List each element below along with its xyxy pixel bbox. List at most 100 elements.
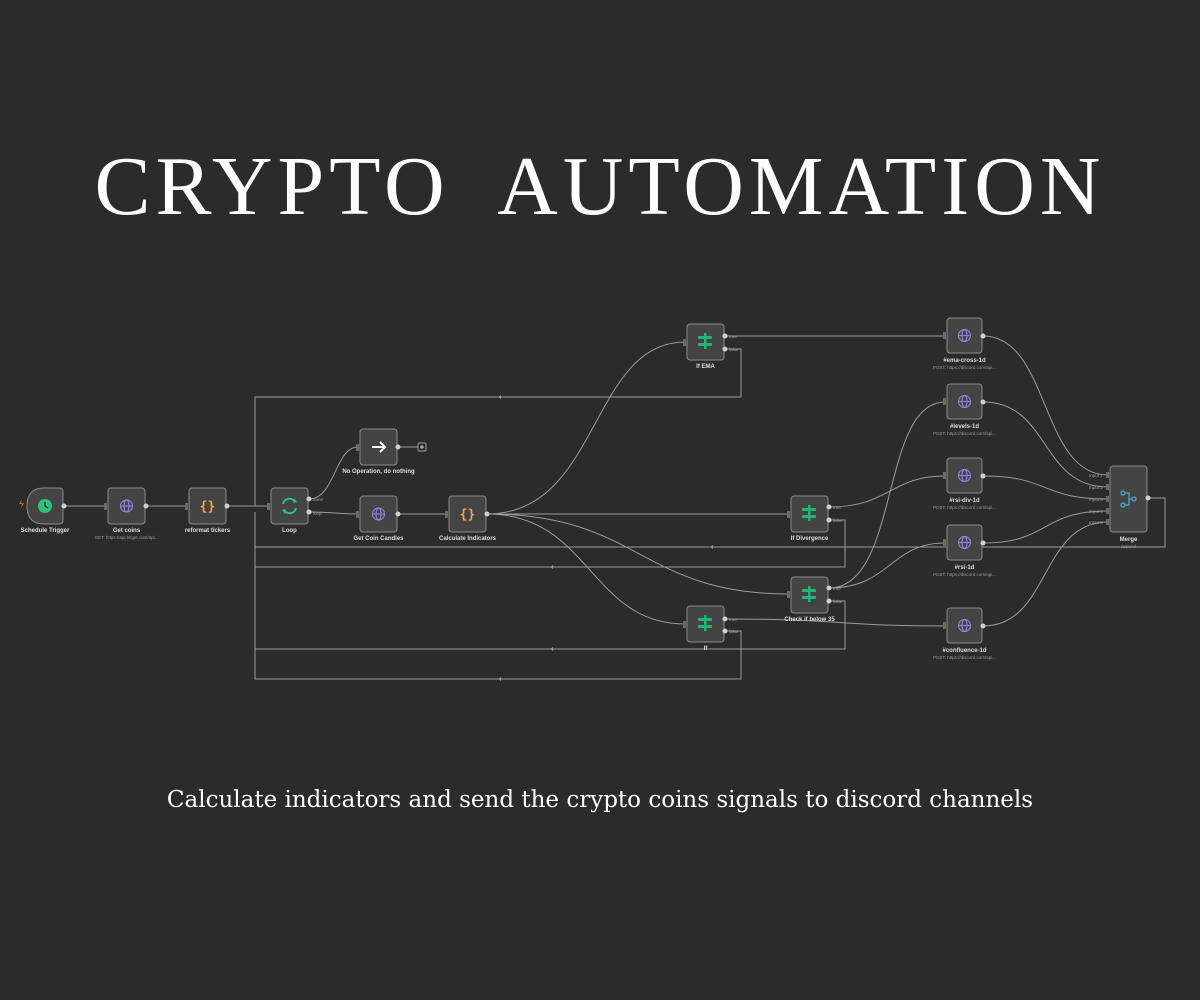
output-port[interactable] [980, 333, 986, 339]
output-port[interactable] [395, 511, 401, 517]
input-port[interactable] [943, 332, 946, 339]
output-port-true[interactable] [826, 504, 832, 510]
if-icon [698, 615, 712, 631]
node-merge[interactable]: Input 1 Input 2 Input 3 Input 4 Input 5 … [1089, 465, 1151, 549]
globe-icon [957, 328, 972, 343]
globe-icon [371, 507, 386, 521]
node-levels-1d[interactable]: #levels-1d POST: https://discord.com/api… [933, 383, 996, 436]
node-label: Loop [282, 528, 297, 534]
node-if[interactable]: true false If [683, 605, 739, 652]
connection-levels-merge [982, 401, 1109, 488]
input-label: Input 2 [1089, 485, 1103, 490]
output-port[interactable] [143, 503, 149, 509]
node-if-ema[interactable]: true false If EMA [683, 323, 739, 370]
bolt-icon [19, 499, 24, 508]
node-no-operation[interactable]: No Operation, do nothing [342, 428, 427, 475]
node-check-if-below-35[interactable]: true false Check if below 35 [784, 576, 843, 623]
connection-ema-merge [982, 335, 1109, 476]
node-rsi-div-1d[interactable]: #rsi-div-1d POST: https://discord.com/ap… [933, 457, 996, 510]
connection-ifdiv-rsidiv [828, 475, 946, 508]
connection-loop-noop [308, 446, 359, 500]
input-port[interactable] [683, 339, 686, 346]
if-icon [802, 505, 816, 521]
arrow-head-icon [710, 545, 713, 549]
output-port-done[interactable] [306, 496, 312, 502]
output-port-false[interactable] [826, 517, 832, 523]
connection-check-levels [828, 401, 946, 589]
loop-icon [282, 497, 297, 515]
input-port[interactable] [445, 511, 448, 518]
node-schedule-trigger[interactable]: Schedule Trigger [19, 487, 70, 534]
output-port[interactable] [980, 623, 986, 629]
connection-if-false-back [254, 512, 742, 680]
if-icon [802, 586, 816, 602]
node-label: Merge [1120, 537, 1138, 543]
node-subtitle: GET: https://api.bitget.com/api... [95, 535, 159, 540]
output-port-true[interactable] [722, 616, 728, 622]
output-port[interactable] [484, 511, 490, 517]
output-port[interactable] [980, 540, 986, 546]
output-port-true[interactable] [722, 333, 728, 339]
add-node-button[interactable] [417, 442, 427, 452]
node-rsi-1d[interactable]: #rsi-1d POST: https://discord.com/api... [933, 524, 996, 577]
output-port-false[interactable] [826, 598, 832, 604]
input-port[interactable] [943, 622, 946, 629]
arrow-head-icon [550, 565, 553, 569]
code-icon: {} [460, 508, 476, 523]
globe-icon [119, 499, 134, 513]
node-if-divergence[interactable]: true false If Divergence [787, 495, 843, 542]
input-port[interactable] [185, 503, 188, 510]
output-port[interactable] [980, 399, 986, 405]
connection-calc-if [486, 513, 686, 625]
input-port[interactable] [943, 472, 946, 479]
output-port[interactable] [224, 503, 230, 509]
node-label: Calculate Indicators [439, 536, 497, 542]
node-loop[interactable]: done loop Loop [267, 487, 324, 534]
input-port[interactable] [356, 444, 359, 451]
input-port[interactable] [683, 621, 686, 628]
input-port[interactable] [787, 591, 790, 598]
node-subtitle: append [1121, 544, 1137, 549]
clock-icon [38, 499, 52, 513]
output-port[interactable] [395, 444, 401, 450]
node-get-coins[interactable]: Get coins GET: https://api.bitget.com/ap… [95, 487, 159, 540]
input-port[interactable] [943, 539, 946, 546]
input-port-3[interactable] [1106, 496, 1109, 502]
node-reformat-tickers[interactable]: {} reformat tickers [185, 487, 231, 534]
node-ema-cross-1d[interactable]: #ema-cross-1d POST: https://discord.com/… [933, 317, 996, 370]
input-port-2[interactable] [1106, 484, 1109, 490]
output-port-false[interactable] [722, 628, 728, 634]
input-label: Input 5 [1089, 520, 1103, 525]
input-port-1[interactable] [1106, 472, 1109, 478]
input-port[interactable] [267, 503, 270, 510]
input-port-5[interactable] [1106, 519, 1109, 525]
page-title: CRYPTO AUTOMATION [94, 140, 1106, 233]
output-port-false[interactable] [722, 346, 728, 352]
input-port[interactable] [943, 398, 946, 405]
output-port[interactable] [980, 473, 986, 479]
node-label: If Divergence [791, 536, 829, 542]
connection-loop-candles [308, 511, 359, 515]
connection-merge-back [254, 497, 1166, 548]
globe-icon [957, 618, 972, 633]
node-subtitle: POST: https://discord.com/api... [933, 365, 996, 370]
input-port[interactable] [356, 511, 359, 518]
input-port[interactable] [787, 511, 790, 518]
output-port[interactable] [1145, 495, 1151, 501]
output-port[interactable] [61, 503, 67, 509]
node-confluence-1d[interactable]: #confluence-1d POST: https://discord.com… [933, 607, 996, 660]
output-port-true[interactable] [826, 585, 832, 591]
input-label: Input 4 [1089, 509, 1103, 514]
connection-confluence-merge [982, 521, 1109, 627]
input-port[interactable] [104, 503, 107, 510]
port-label-loop: loop [313, 511, 322, 516]
node-get-coin-candles[interactable]: Get Coin Candles [353, 495, 404, 542]
output-port-loop[interactable] [306, 509, 312, 515]
node-label: Check if below 35 [784, 617, 835, 623]
input-port-4[interactable] [1106, 508, 1109, 514]
node-calculate-indicators[interactable]: {} Calculate Indicators [439, 495, 497, 542]
node-label: If [704, 646, 709, 652]
arrow-head-icon [498, 677, 501, 681]
port-label-false: false [729, 347, 739, 352]
